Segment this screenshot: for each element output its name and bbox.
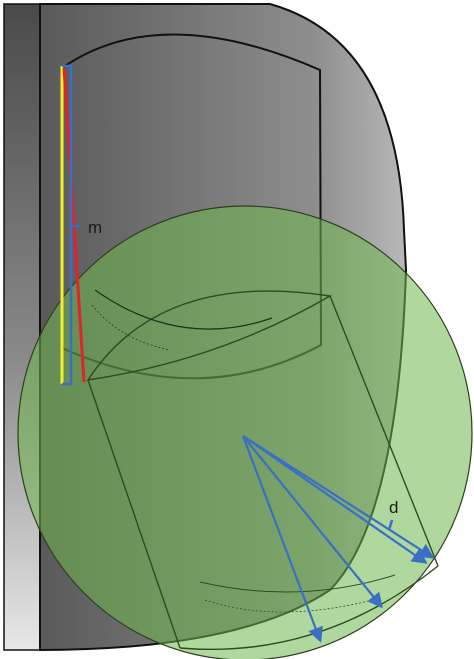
arrow-group: [241, 435, 435, 643]
lower-inner-arc: [199, 574, 396, 593]
upper-inner-arc-faint: [91, 304, 171, 351]
arrow-1: [241, 435, 323, 643]
arrow-4: [242, 435, 428, 564]
upper-inner-arc: [94, 289, 273, 330]
blue-tick-d: [387, 519, 394, 531]
lower-inner-arc-faint: [204, 597, 381, 613]
tilted-cylinder-right-edge: [329, 295, 439, 567]
arrow-3: [242, 435, 435, 559]
label-m: m: [88, 218, 102, 237]
tilted-cylinder-left-edge: [87, 379, 181, 649]
label-d: d: [389, 498, 398, 517]
wall-strip: [3, 3, 41, 651]
arrow-2: [242, 435, 383, 609]
green-sphere: [17, 205, 473, 659]
